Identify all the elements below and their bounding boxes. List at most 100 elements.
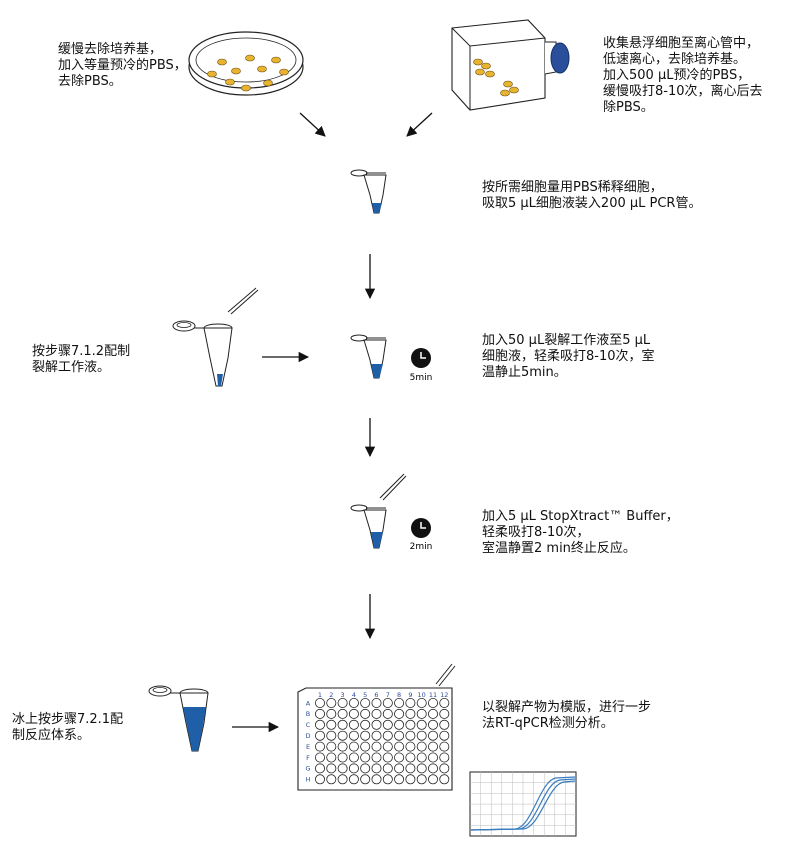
plate-well	[416, 752, 427, 763]
cell-icon	[503, 80, 513, 88]
plate-column-label: 1	[318, 691, 322, 699]
cell-icon	[475, 68, 485, 76]
plate-column-label: 12	[440, 691, 448, 699]
plate-well	[439, 708, 450, 719]
step-suspension-text: 收集悬浮细胞至离心管中， 低速离心，去除培养基。 加入500 μL预冷的PBS，…	[603, 36, 763, 115]
plate-well	[360, 708, 371, 719]
plate-well	[405, 774, 416, 785]
plate-well	[326, 752, 337, 763]
microcentrifuge-tube-icon	[148, 685, 209, 752]
plate-row-label: B	[306, 710, 310, 718]
plate-well	[394, 763, 405, 774]
plate-column-label: 8	[397, 691, 401, 699]
cell-icon	[473, 58, 483, 66]
plate-well	[371, 698, 382, 709]
step-stop-text: 加入5 μL StopXtract™ Buffer， 轻柔吸打8-10次， 室温…	[482, 509, 679, 556]
plate-well	[348, 708, 359, 719]
timer-label: 2min	[410, 542, 433, 552]
culture-flask-icon	[451, 19, 570, 111]
pcr-tube-icon	[350, 504, 387, 549]
step-dilute-text: 按所需细胞量用PBS稀释细胞， 吸取5 μL细胞液装入200 μL PCR管。	[482, 180, 702, 211]
plate-well	[326, 741, 337, 752]
plate-well	[382, 752, 393, 763]
plate-well	[314, 741, 325, 752]
plate-well	[439, 763, 450, 774]
plate-well	[416, 763, 427, 774]
plate-well	[382, 719, 393, 730]
plate-well	[337, 741, 348, 752]
plate-well	[326, 774, 337, 785]
plate-well	[337, 730, 348, 741]
cell-icon	[231, 67, 241, 75]
plate-well	[337, 763, 348, 774]
plate-well	[348, 698, 359, 709]
plate-well	[427, 763, 438, 774]
plate-row-label: C	[306, 721, 311, 729]
plate-well	[382, 730, 393, 741]
plate-well	[360, 730, 371, 741]
plate-well	[382, 708, 393, 719]
plate-well	[348, 719, 359, 730]
plate-well	[348, 774, 359, 785]
plate-well	[348, 730, 359, 741]
plate-column-label: 3	[341, 691, 345, 699]
plate-column-label: 10	[418, 691, 426, 699]
plate-well	[416, 698, 427, 709]
plate-well	[394, 708, 405, 719]
plate-well	[405, 698, 416, 709]
step-prep-reaction-text: 冰上按步骤7.2.1配 制反应体系。	[12, 712, 124, 743]
plate-well	[314, 719, 325, 730]
cell-icon	[279, 68, 289, 76]
plate-well	[382, 698, 393, 709]
plate-well	[405, 752, 416, 763]
plate-well	[405, 763, 416, 774]
plate-well	[314, 774, 325, 785]
step-prep-lysis-text: 按步骤7.1.2配制 裂解工作液。	[32, 344, 131, 375]
plate-row-label: A	[306, 699, 311, 707]
pipette-tip-icon	[227, 287, 259, 315]
plate-well	[394, 719, 405, 730]
plate-well	[427, 719, 438, 730]
plate-well	[337, 774, 348, 785]
plate-well	[337, 698, 348, 709]
pipette-tip-icon	[379, 473, 407, 501]
step-analysis-text: 以裂解产物为模版，进行一步 法RT-qPCR检测分析。	[482, 700, 652, 731]
plate-well	[405, 708, 416, 719]
plate-well	[416, 730, 427, 741]
plate-well	[326, 763, 337, 774]
plate-well	[416, 708, 427, 719]
plate-well	[416, 774, 427, 785]
step-adherent-text: 缓慢去除培养基， 加入等量预冷的PBS， 去除PBS。	[58, 42, 187, 89]
plate-well	[427, 741, 438, 752]
plate-well	[382, 763, 393, 774]
plate-well	[439, 774, 450, 785]
plate-well	[326, 719, 337, 730]
plate-column-label: 4	[352, 691, 356, 699]
cell-icon	[225, 78, 235, 86]
plate-well	[439, 730, 450, 741]
plate-well	[371, 741, 382, 752]
plate-well	[405, 719, 416, 730]
plate-well	[314, 708, 325, 719]
plate-well	[326, 708, 337, 719]
plate-well	[314, 698, 325, 709]
pcr-tube-icon	[350, 334, 387, 379]
plate-well	[405, 741, 416, 752]
plate-well	[427, 708, 438, 719]
plate-well	[314, 730, 325, 741]
plate-well	[371, 763, 382, 774]
timer-icon	[411, 518, 431, 538]
cell-icon	[481, 62, 491, 70]
plate-column-label: 9	[408, 691, 412, 699]
cell-icon	[217, 58, 227, 66]
plate-well	[427, 774, 438, 785]
plate-well	[371, 708, 382, 719]
cell-icon	[509, 86, 519, 94]
plate-well	[439, 752, 450, 763]
plate-well	[382, 741, 393, 752]
plate-row-label: E	[306, 743, 310, 751]
plate-well	[371, 774, 382, 785]
plate-well	[337, 752, 348, 763]
plate-well	[439, 698, 450, 709]
